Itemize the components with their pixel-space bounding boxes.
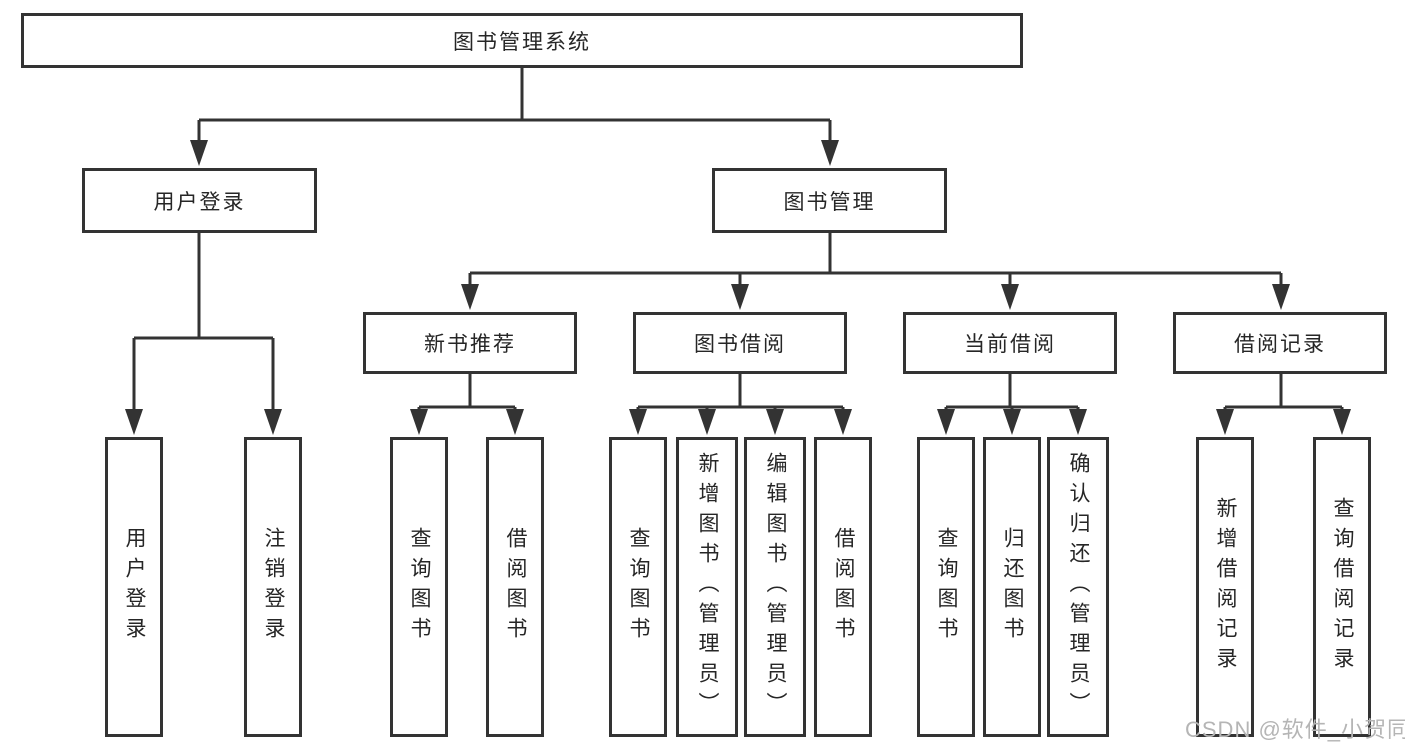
- leaf-records-query-record: 查询借阅记录: [1313, 437, 1371, 737]
- leaf-current-query-books: 查询图书: [917, 437, 975, 737]
- leaf-borrow-add-books-admin: 新增图书（管理员）: [676, 437, 738, 737]
- node-current-borrowing: 当前借阅: [903, 312, 1117, 374]
- leaf-current-confirm-return-admin: 确认归还（管理员）: [1047, 437, 1109, 737]
- node-user-login: 用户登录: [82, 168, 317, 233]
- leaf-borrow-query-books: 查询图书: [609, 437, 667, 737]
- leaf-logout: 注销登录: [244, 437, 302, 737]
- leaf-newbook-borrow-books: 借阅图书: [486, 437, 544, 737]
- leaf-borrow-edit-books-admin: 编辑图书（管理员）: [744, 437, 806, 737]
- node-root-system: 图书管理系统: [21, 13, 1023, 68]
- leaf-newbook-query-books: 查询图书: [390, 437, 448, 737]
- leaf-borrow-borrow-books: 借阅图书: [814, 437, 872, 737]
- node-book-management: 图书管理: [712, 168, 947, 233]
- leaf-records-add-record: 新增借阅记录: [1196, 437, 1254, 737]
- arrow-down-icon: [125, 140, 1351, 435]
- node-book-borrowing: 图书借阅: [633, 312, 847, 374]
- watermark: CSDN @软件_小贺同学: [1185, 717, 1405, 742]
- leaf-user-login: 用户登录: [105, 437, 163, 737]
- leaf-current-return-books: 归还图书: [983, 437, 1041, 737]
- node-new-book-recommend: 新书推荐: [363, 312, 577, 374]
- node-borrowing-records: 借阅记录: [1173, 312, 1387, 374]
